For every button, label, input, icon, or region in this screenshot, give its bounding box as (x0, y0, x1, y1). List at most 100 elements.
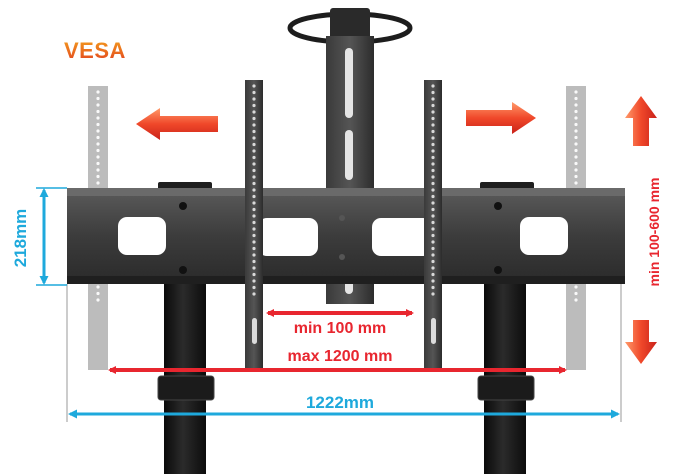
rail-hole (252, 142, 256, 147)
rail-hole (252, 233, 256, 238)
rail-hole (252, 129, 256, 134)
rail-hole (252, 123, 256, 127)
rail-hole (431, 285, 435, 290)
rail-hole (431, 272, 435, 277)
inner-left-rail (245, 80, 263, 370)
rail-hole (431, 162, 435, 166)
rail-hole (252, 155, 256, 160)
inner-right-rail-slot (431, 318, 436, 344)
rail-hole (96, 285, 100, 289)
max-width-label: max 1200 mm (288, 348, 393, 365)
rail-hole (96, 116, 100, 120)
vertical-range-label: min 100-600 mm (646, 178, 662, 287)
crossbar-bolt (179, 202, 187, 210)
rail-hole (252, 259, 256, 264)
rail-hole (431, 220, 435, 225)
dimension-lines (36, 187, 622, 422)
rail-hole (252, 181, 256, 186)
rail-hole (431, 168, 435, 173)
rail-hole (574, 129, 578, 133)
rail-hole (252, 110, 256, 114)
rail-hole (574, 161, 578, 166)
rail-hole (96, 155, 100, 159)
crossbar-bolt (494, 266, 502, 274)
rail-hole (96, 122, 100, 127)
rail-hole (574, 174, 578, 179)
inner-rails (245, 80, 442, 370)
rail-hole (252, 285, 256, 290)
rail-hole (431, 279, 435, 283)
center-post-slot-2 (345, 130, 353, 180)
inner-rail-holes (252, 84, 435, 296)
rail-hole (252, 214, 256, 218)
rail-hole (96, 90, 100, 94)
rail-hole (96, 148, 100, 153)
rail-hole (431, 266, 435, 270)
left-pole-collar (157, 375, 215, 401)
crossbar-window-4 (520, 217, 568, 255)
crossbar-bolt (339, 254, 345, 260)
rail-hole (96, 181, 100, 185)
rail-hole (252, 90, 256, 95)
rail-hole (252, 149, 256, 153)
min-width-label: min 100 mm (294, 320, 386, 337)
rail-hole (431, 207, 435, 212)
crossbar-bottom-lip (67, 276, 625, 284)
rail-hole (252, 103, 256, 108)
rail-hole (574, 109, 578, 114)
rail-hole (252, 246, 256, 251)
rail-hole (252, 97, 256, 101)
arrow-right-icon (466, 102, 536, 134)
center-post-slot-1 (345, 48, 353, 118)
rail-hole (431, 201, 435, 205)
rail-hole (431, 246, 435, 251)
rail-hole (431, 188, 435, 192)
arrow-down-icon (625, 320, 657, 364)
rail-hole (574, 155, 578, 159)
bracket-height-label: 218mm (11, 209, 30, 268)
rail-hole (96, 298, 100, 302)
inner-left-rail-slot (252, 318, 257, 344)
crossbar-window-2 (258, 218, 318, 256)
rail-hole (96, 161, 100, 166)
rail-hole (252, 279, 256, 283)
rail-hole (431, 292, 435, 296)
rail-hole (574, 135, 578, 140)
vesa-logo-text: VESA (64, 38, 126, 63)
rail-hole (252, 266, 256, 270)
arrow-left-icon (136, 108, 218, 140)
crossbar-bolt (494, 202, 502, 210)
rail-hole (574, 116, 578, 120)
rail-hole (252, 84, 256, 88)
rail-hole (574, 96, 578, 101)
rail-hole (96, 103, 100, 107)
rail-hole (431, 90, 435, 95)
rail-hole (574, 90, 578, 94)
rail-hole (431, 194, 435, 199)
rail-hole (431, 123, 435, 127)
rail-hole (431, 233, 435, 238)
crossbar-bolt (179, 266, 187, 274)
rail-hole (252, 207, 256, 212)
crossbar-window-1 (118, 217, 166, 255)
rail-hole (431, 181, 435, 186)
ring-clamp (330, 8, 370, 40)
rail-hole (431, 253, 435, 257)
rail-hole (252, 162, 256, 166)
right-pole-collar (477, 375, 535, 401)
rail-hole (252, 194, 256, 199)
rail-hole (574, 168, 578, 172)
arrow-up-icon (625, 96, 657, 146)
overall-width-label: 1222mm (306, 393, 374, 412)
rail-hole (574, 285, 578, 289)
crossbar-top-lip (67, 188, 625, 196)
rail-hole (96, 291, 100, 296)
rail-hole (574, 181, 578, 185)
rail-hole (431, 116, 435, 121)
rail-hole (252, 253, 256, 257)
rail-hole (574, 142, 578, 146)
crossbar-bolt (339, 215, 345, 221)
crossbar-window-3 (372, 218, 432, 256)
